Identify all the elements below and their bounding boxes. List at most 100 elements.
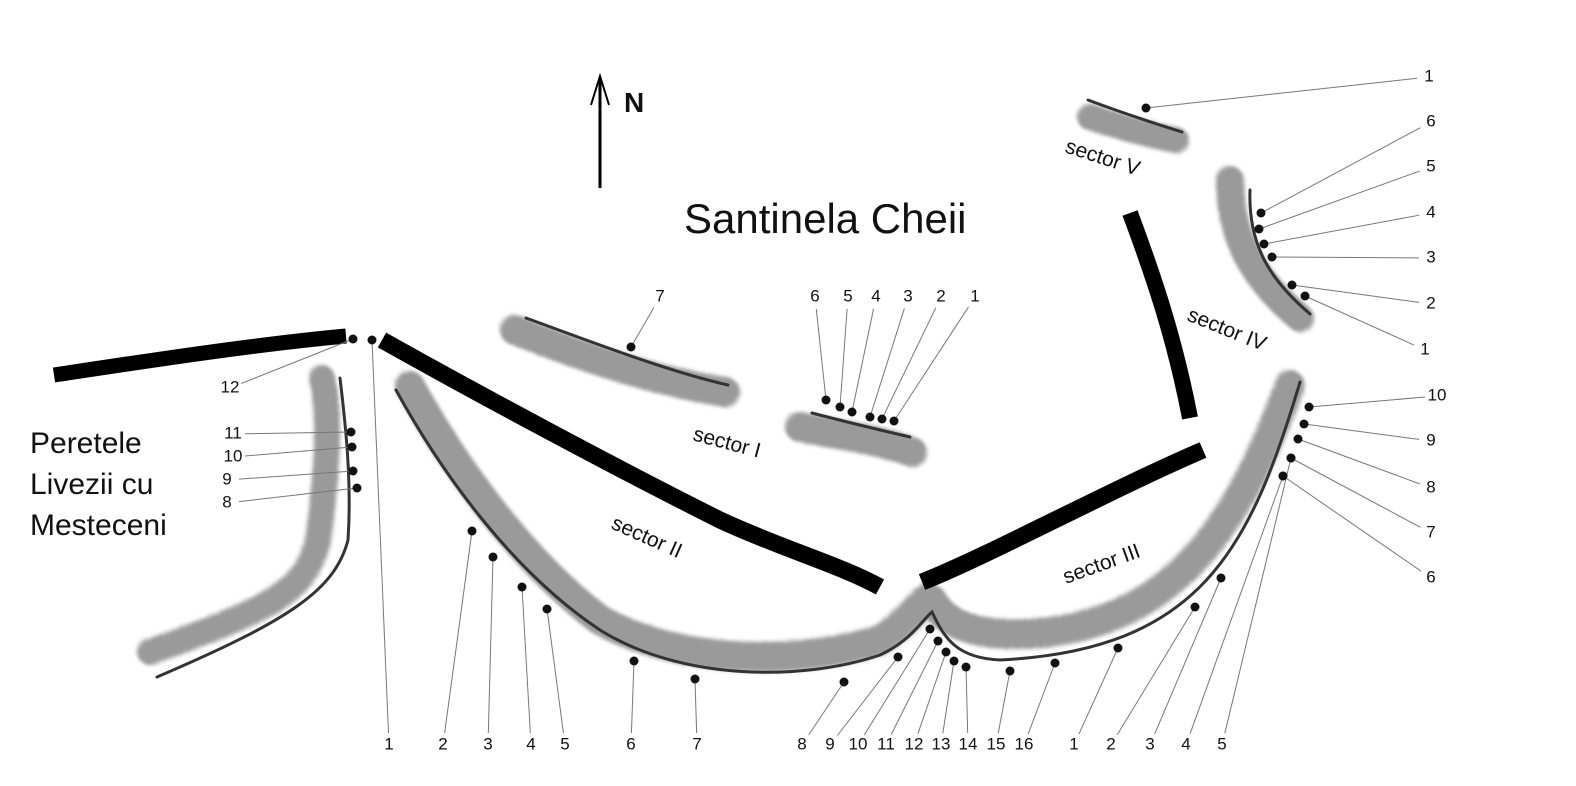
route-s4-5: 2 — [1287, 280, 1436, 312]
route-s1-2: 6 — [810, 286, 831, 405]
route-s2-7: 7 — [690, 674, 702, 753]
route-start-dot — [889, 416, 899, 426]
place-label-line-3: Mesteceni — [30, 509, 167, 542]
route-number: 7 — [692, 734, 701, 753]
route-number: 3 — [1145, 734, 1154, 753]
route-s1-6: 2 — [877, 286, 946, 424]
route-number: 5 — [560, 734, 569, 753]
route-s2-11: 11 — [877, 636, 943, 753]
route-number: 7 — [1426, 522, 1435, 541]
route-start-dot — [1113, 643, 1123, 653]
route-number: 3 — [1426, 247, 1435, 266]
route-leader-line — [893, 306, 969, 422]
route-leader-line — [1291, 284, 1420, 303]
trail-main — [377, 332, 885, 595]
route-start-dot — [925, 624, 935, 634]
trail-west — [52, 328, 347, 383]
route-start-dot — [348, 466, 358, 476]
route-pl-4: 9 — [222, 466, 358, 488]
route-s2-4: 4 — [517, 582, 536, 753]
route-number: 9 — [1426, 430, 1435, 449]
route-start-dot — [821, 395, 831, 405]
route-number: 16 — [1015, 734, 1034, 753]
route-leader-line — [244, 446, 353, 457]
route-start-dot — [347, 442, 357, 452]
route-s2-3: 3 — [483, 552, 498, 753]
route-start-dot — [933, 636, 943, 646]
route-s2-14: 14 — [959, 662, 977, 753]
route-number: 5 — [1426, 156, 1435, 175]
route-s3-6: 6 — [1278, 471, 1436, 586]
route-pl-1: 12 — [221, 334, 358, 396]
route-number: 5 — [1217, 734, 1226, 753]
route-leader-line — [917, 651, 947, 734]
route-leader-line — [694, 678, 698, 734]
route-s5-1: 1 — [1141, 66, 1434, 113]
route-number: 6 — [626, 734, 635, 753]
route-s1-3: 5 — [835, 286, 853, 412]
route-s3-1: 1 — [1069, 643, 1123, 753]
route-leader-line — [238, 470, 354, 480]
route-s3-10: 10 — [1304, 385, 1447, 412]
route-leader-line — [244, 431, 352, 435]
route-s4-1: 6 — [1256, 111, 1436, 218]
route-start-dot — [941, 647, 951, 657]
route-number: 10 — [1428, 385, 1447, 404]
route-start-dot — [629, 656, 639, 666]
approach-trails — [52, 210, 1207, 595]
route-leader-line — [997, 670, 1011, 734]
route-leader-line — [1282, 475, 1422, 572]
route-number: 3 — [903, 286, 912, 305]
route-s2-2: 2 — [438, 526, 477, 753]
route-s3-9: 9 — [1299, 419, 1436, 449]
route-number: 6 — [1426, 567, 1435, 586]
route-s2-8: 8 — [797, 677, 849, 753]
route-number: 12 — [905, 734, 924, 753]
route-number: 8 — [1426, 477, 1435, 496]
route-number: 4 — [1426, 202, 1435, 221]
route-leader-line — [1145, 77, 1418, 109]
route-number: 7 — [655, 286, 664, 305]
route-start-dot — [488, 552, 498, 562]
route-number: 4 — [1181, 734, 1190, 753]
route-s3-7: 7 — [1286, 453, 1436, 541]
route-start-dot — [1005, 666, 1015, 676]
route-start-dot — [1287, 280, 1297, 290]
route-s1-4: 4 — [847, 286, 881, 417]
route-leader-line — [890, 640, 939, 735]
route-leader-line — [371, 339, 389, 734]
route-start-dot — [949, 656, 959, 666]
route-leader-line — [1154, 577, 1222, 735]
route-start-dot — [961, 662, 971, 672]
sector-ii-label: sector II — [608, 512, 686, 563]
rock-sector-iii — [917, 370, 1305, 650]
route-s1-7: 1 — [889, 286, 980, 426]
route-number: 10 — [849, 734, 868, 753]
route-start-dot — [1050, 658, 1060, 668]
route-start-dot — [346, 427, 356, 437]
route-start-dot — [1190, 602, 1200, 612]
route-start-dot — [348, 334, 358, 344]
route-leader-line — [238, 487, 358, 503]
route-pl-3: 10 — [224, 442, 357, 465]
route-s4-4: 3 — [1267, 247, 1436, 266]
route-leader-line — [808, 681, 845, 736]
route-s4-2: 5 — [1254, 156, 1436, 234]
route-leader-line — [1189, 475, 1284, 734]
sector-iv-label: sector IV — [1184, 303, 1269, 355]
route-leader-line — [1308, 396, 1426, 408]
route-number: 1 — [970, 286, 979, 305]
place-label-line-2: Livezii cu — [30, 468, 153, 501]
route-s2-12: 12 — [905, 647, 951, 753]
rock-sector-i-right — [785, 412, 927, 467]
rock-sector-iv — [1216, 166, 1314, 332]
route-leader-line — [1027, 662, 1056, 734]
route-start-dot — [1267, 252, 1277, 262]
route-s2-15: 15 — [987, 666, 1015, 753]
route-number: 2 — [1426, 293, 1435, 312]
place-label-line-1: Peretele — [30, 427, 142, 460]
route-number: 1 — [1069, 734, 1078, 753]
route-start-dot — [1300, 291, 1310, 301]
route-s2-16: 16 — [1015, 658, 1060, 753]
